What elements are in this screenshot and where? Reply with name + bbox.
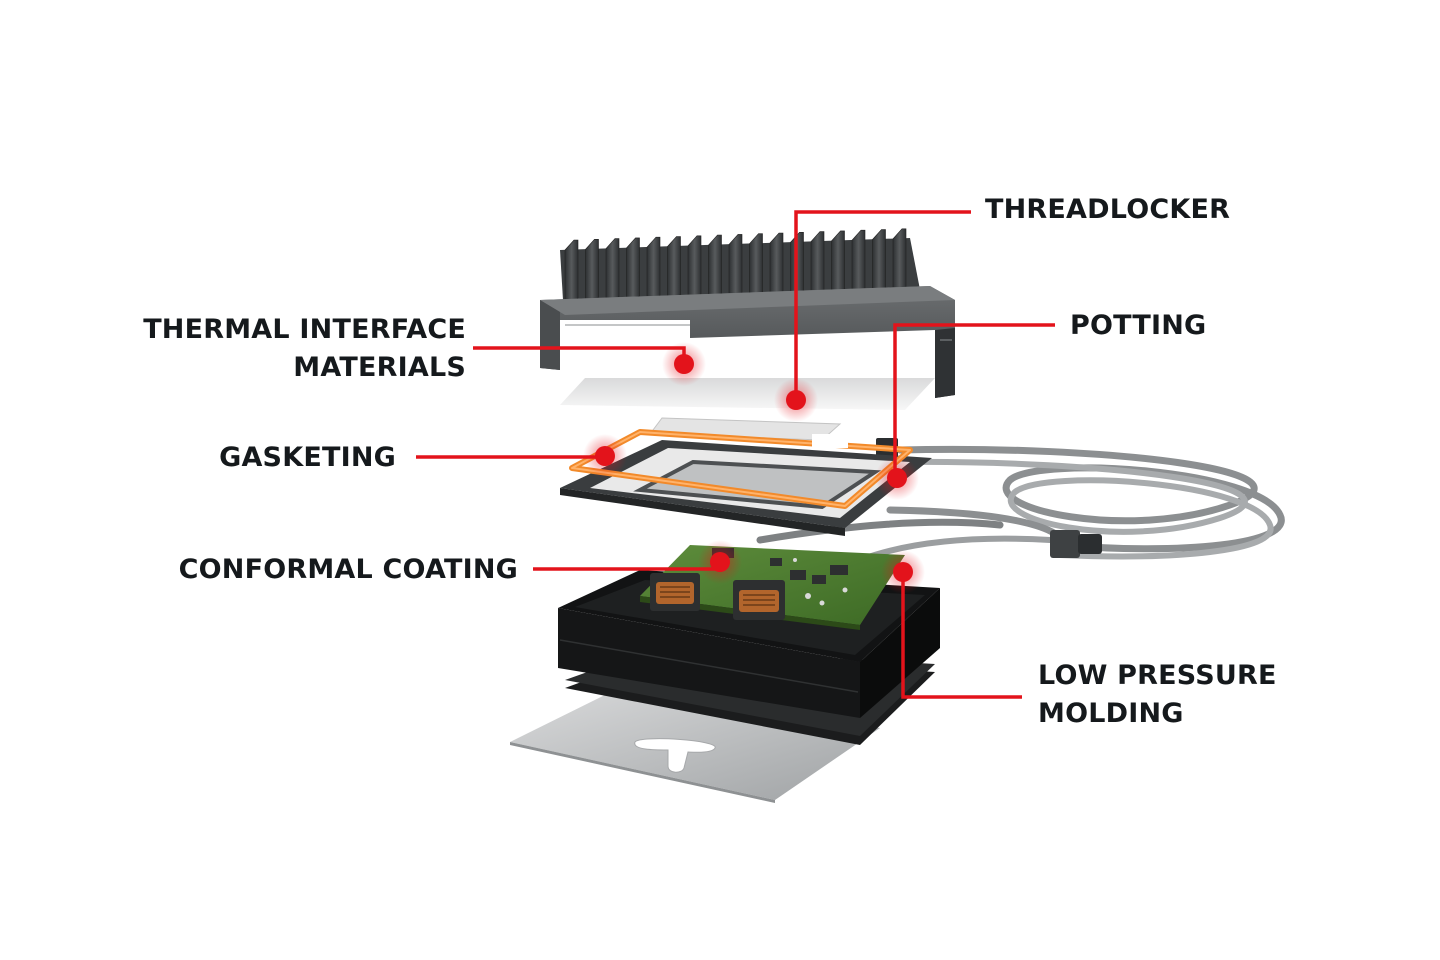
- heatsink-fin: [605, 238, 620, 305]
- heatsink-fin: [810, 231, 825, 298]
- leader-low-pressure-molding: [901, 572, 1022, 699]
- cable-bundle: [756, 438, 1285, 563]
- heatsink-fin: [831, 230, 845, 298]
- heatsink-fin: [769, 232, 784, 300]
- label-thermal-interface-line-1: THERMAL INTERFACE: [143, 314, 466, 345]
- label-low-pressure-line-1: LOW PRESSURE: [1038, 660, 1277, 691]
- leader-threadlocker: [794, 210, 971, 398]
- heatsink: [540, 228, 955, 410]
- callout-markers: [583, 342, 925, 594]
- marker-threadlocker: [774, 378, 818, 422]
- leader-thermal-interface: [473, 346, 686, 364]
- heatsink-fin: [728, 234, 743, 301]
- leader-potting: [893, 323, 1055, 478]
- label-thermal-interface-line-2: MATERIALS: [293, 352, 466, 383]
- heatsink-fin: [851, 229, 866, 297]
- marker-conformal-coating: [698, 540, 742, 584]
- heatsink-fin: [585, 239, 599, 306]
- marker-potting: [875, 456, 919, 500]
- label-potting: POTTING: [1070, 307, 1206, 345]
- label-gasketing-text: GASKETING: [219, 442, 396, 473]
- label-thermal-interface-materials: THERMAL INTERFACE MATERIALS: [143, 311, 466, 387]
- heatsink-fin: [667, 236, 681, 303]
- marker-low-pressure-molding: [881, 550, 925, 594]
- label-threadlocker: THREADLOCKER: [985, 191, 1230, 229]
- heatsink-fin: [564, 239, 579, 307]
- heatsink-fin: [749, 233, 763, 301]
- label-conformal-coating-text: CONFORMAL COATING: [178, 554, 518, 585]
- label-low-pressure-molding: LOW PRESSURE MOLDING: [1038, 657, 1277, 733]
- heatsink-fin: [872, 229, 886, 296]
- heatsink-fin: [892, 228, 907, 296]
- heatsink-fin: [687, 235, 702, 303]
- label-low-pressure-line-2: MOLDING: [1038, 698, 1184, 729]
- gasket-frame: [560, 429, 932, 536]
- label-potting-text: POTTING: [1070, 310, 1207, 341]
- heatsink-fin: [646, 236, 661, 304]
- label-threadlocker-text: THREADLOCKER: [985, 194, 1231, 225]
- label-conformal-coating: CONFORMAL COATING: [179, 551, 518, 589]
- marker-thermal-interface: [662, 342, 706, 386]
- heatsink-fin: [708, 234, 722, 302]
- marker-gasketing: [583, 434, 627, 478]
- label-gasketing: GASKETING: [219, 439, 396, 477]
- heatsink-fin: [626, 237, 640, 305]
